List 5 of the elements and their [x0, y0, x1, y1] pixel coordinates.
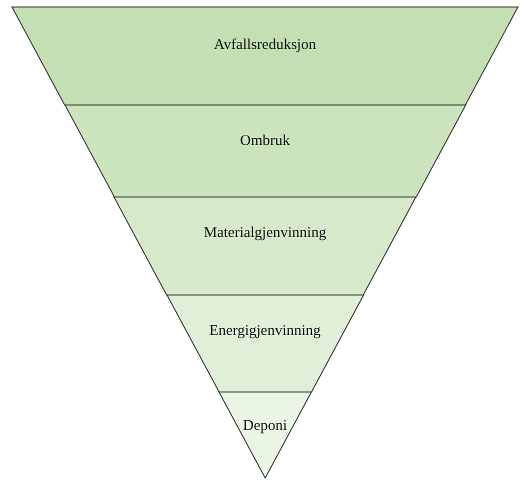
tier-label: Ombruk: [238, 133, 291, 150]
tier-label: Deponi: [242, 418, 288, 435]
tier-label: Avfallsreduksjon: [212, 37, 318, 54]
tier-label: Materialgjenvinning: [202, 225, 328, 242]
tier-label: Energigjenvinning: [208, 323, 322, 340]
